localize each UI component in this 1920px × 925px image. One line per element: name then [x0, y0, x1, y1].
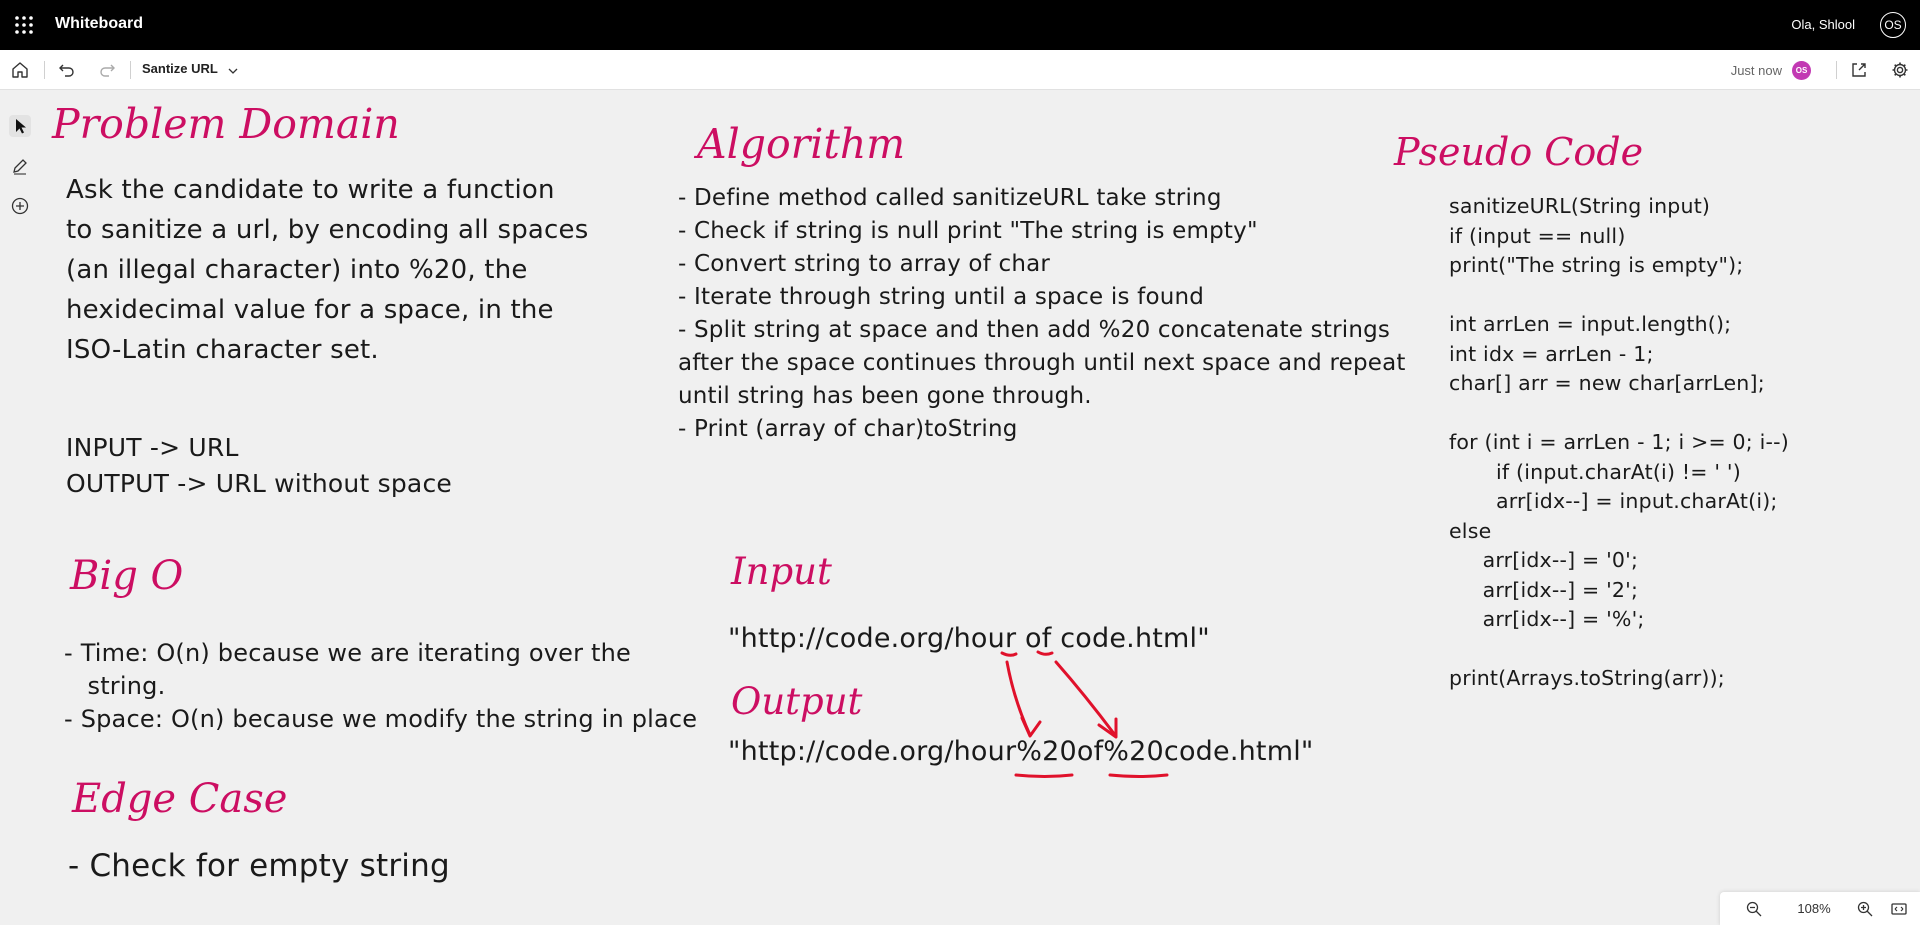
select-pointer-icon[interactable]: [9, 115, 31, 137]
output-heading[interactable]: Output: [731, 680, 863, 723]
zoom-level[interactable]: 108%: [1797, 901, 1831, 916]
user-name[interactable]: Ola, Shlool: [1791, 17, 1855, 32]
input-url-text[interactable]: "http://code.org/hour of code.html": [728, 623, 1210, 654]
big-o-text[interactable]: - Time: O(n) because we are iterating ov…: [64, 639, 698, 733]
zoom-in-icon[interactable]: [1856, 900, 1874, 918]
zoom-controls: 108%: [1720, 892, 1920, 925]
encoded-underline-2: [1108, 773, 1169, 778]
zoom-out-icon[interactable]: [1745, 900, 1763, 918]
save-status: Just now: [1730, 63, 1782, 78]
big-o-heading[interactable]: Big O: [70, 553, 184, 599]
algorithm-heading[interactable]: Algorithm: [697, 120, 906, 168]
pen-icon[interactable]: [9, 155, 31, 177]
edge-case-heading[interactable]: Edge Case: [72, 776, 288, 822]
problem-domain-heading[interactable]: Problem Domain: [52, 100, 400, 148]
share-icon[interactable]: [1849, 60, 1869, 80]
pseudo-code-text[interactable]: sanitizeURL(String input) if (input == n…: [1449, 194, 1789, 690]
add-icon[interactable]: [9, 195, 31, 217]
arrow-2: [1054, 660, 1117, 737]
toolbar-divider: [130, 61, 131, 79]
board-name[interactable]: Santize URL: [142, 61, 218, 76]
account-avatar[interactable]: OS: [1880, 12, 1906, 38]
algorithm-text[interactable]: - Define method called sanitizeURL take …: [678, 185, 1406, 442]
settings-gear-icon[interactable]: [1890, 60, 1910, 80]
edge-case-text[interactable]: - Check for empty string: [68, 848, 450, 884]
input-heading[interactable]: Input: [731, 550, 832, 593]
toolbar-divider: [44, 61, 45, 79]
collaborator-avatar[interactable]: OS: [1792, 61, 1811, 80]
tool-rail: [0, 100, 38, 225]
encoded-underline-1: [1014, 773, 1074, 778]
chevron-down-icon[interactable]: [226, 63, 240, 77]
app-bar: Whiteboard Ola, Shlool OS: [0, 0, 1920, 50]
problem-domain-text[interactable]: Ask the candidate to write a function to…: [66, 175, 589, 365]
input-output-text[interactable]: INPUT -> URL OUTPUT -> URL without space: [66, 433, 452, 498]
output-url-text[interactable]: "http://code.org/hour%20of%20code.html": [728, 736, 1314, 767]
app-launcher-icon[interactable]: [14, 15, 34, 35]
undo-icon[interactable]: [57, 60, 77, 80]
fit-to-screen-icon[interactable]: [1890, 900, 1908, 918]
arrow-1-head: [1020, 716, 1042, 738]
toolbar-divider: [1836, 61, 1837, 79]
home-icon[interactable]: [10, 60, 30, 80]
toolbar: Santize URL Just now OS: [0, 50, 1920, 90]
pseudo-code-heading[interactable]: Pseudo Code: [1394, 130, 1644, 174]
redo-icon[interactable]: [97, 60, 117, 80]
arrow-1: [1005, 660, 1032, 737]
app-title: Whiteboard: [55, 15, 143, 32]
